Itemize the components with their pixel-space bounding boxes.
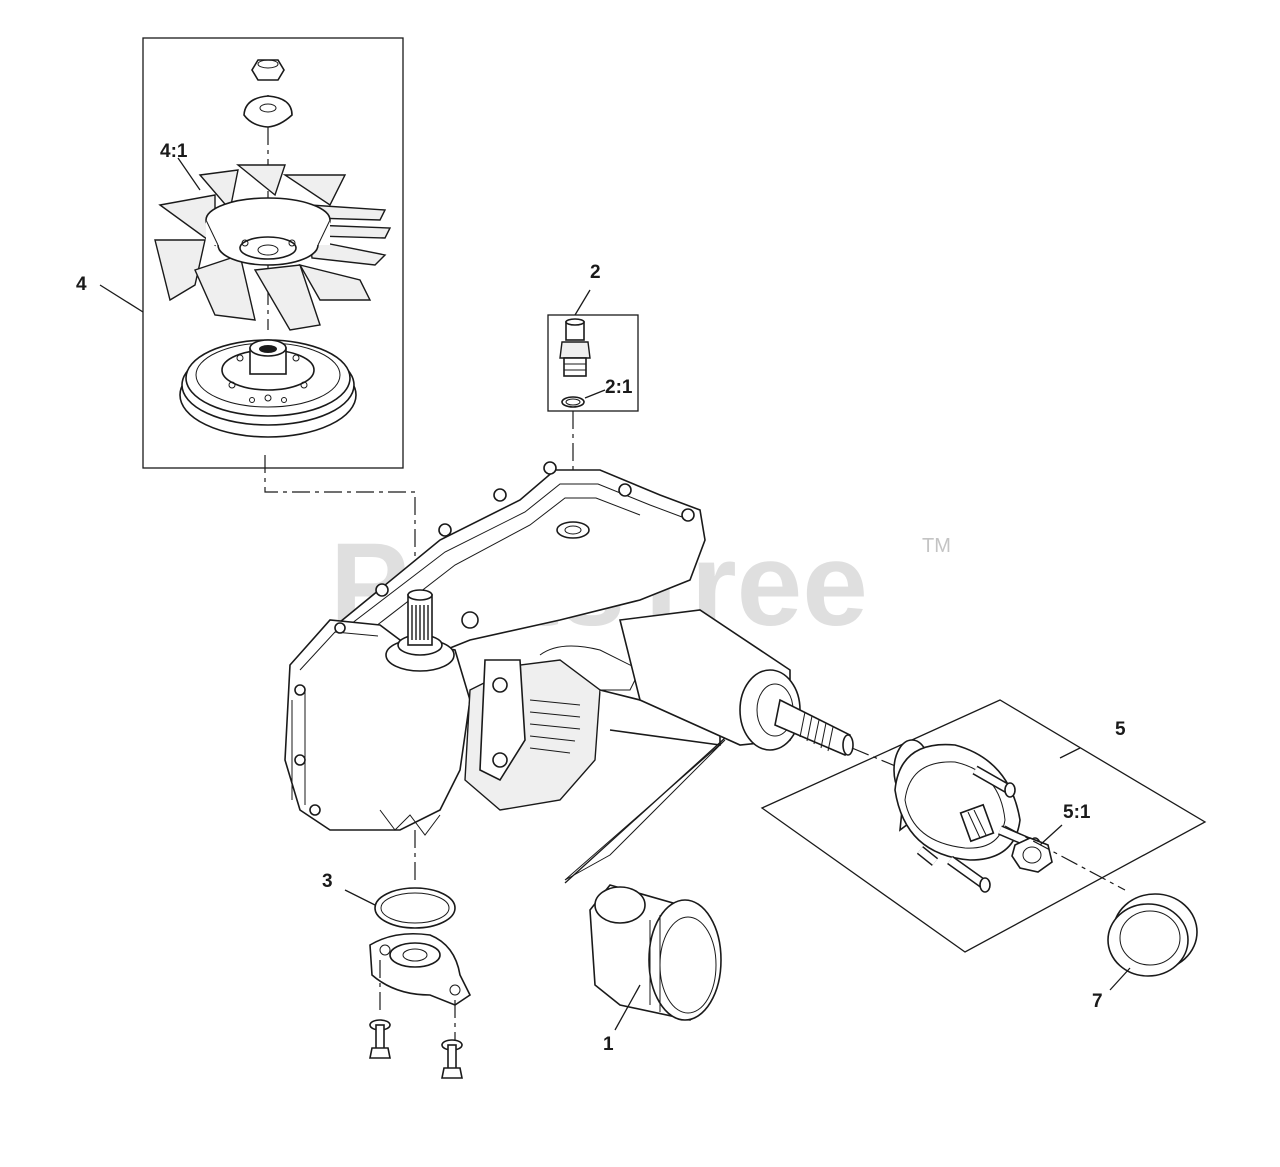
- fan-nut[interactable]: [251, 59, 285, 81]
- wheel-stud[interactable]: [972, 765, 1016, 798]
- callout-2-1: 2:1: [605, 377, 633, 398]
- callout-labels: 4:1 4 2 2:1 5 5:1 3 1 7: [76, 141, 1126, 1055]
- callout-4: 4: [76, 274, 87, 295]
- wheel-hub-assembly: [760, 699, 1207, 953]
- callout-5-1: 5:1: [1063, 802, 1091, 823]
- cover-bolt[interactable]: [369, 960, 391, 1059]
- oil-filter[interactable]: [564, 737, 726, 1031]
- pulley-link-line: [264, 455, 416, 600]
- wheel-stud[interactable]: [916, 846, 939, 866]
- drive-pulley[interactable]: [179, 339, 357, 438]
- group-4-box: [142, 37, 404, 469]
- callout-1: 1: [603, 1034, 614, 1055]
- callout-7: 7: [1092, 991, 1103, 1012]
- group-2-box: [547, 314, 639, 412]
- wheel-hub[interactable]: [893, 739, 1041, 893]
- o-ring-small[interactable]: [561, 396, 585, 408]
- fan-washer[interactable]: [243, 95, 293, 128]
- hub-cap[interactable]: [1107, 890, 1198, 991]
- cover-bolt[interactable]: [441, 1000, 463, 1079]
- vent-fitting-assembly: [547, 289, 639, 520]
- o-ring-large[interactable]: [374, 887, 456, 929]
- fan-pulley-assembly: [99, 37, 404, 469]
- callout-5: 5: [1115, 719, 1126, 740]
- group-5-box: [760, 699, 1207, 953]
- hub-nut[interactable]: [1011, 837, 1053, 873]
- wheel-stud[interactable]: [947, 855, 991, 893]
- watermark-trademark: TM: [922, 535, 951, 557]
- sump-cover-assembly: [344, 830, 472, 1079]
- callout-2: 2: [590, 262, 601, 283]
- sump-cover[interactable]: [369, 932, 472, 1006]
- vent-fitting[interactable]: [559, 318, 591, 377]
- cooling-fan[interactable]: [154, 164, 392, 331]
- callout-4-1: 4:1: [160, 141, 188, 162]
- callout-3: 3: [322, 871, 333, 892]
- transaxle-housing[interactable]: [284, 461, 854, 836]
